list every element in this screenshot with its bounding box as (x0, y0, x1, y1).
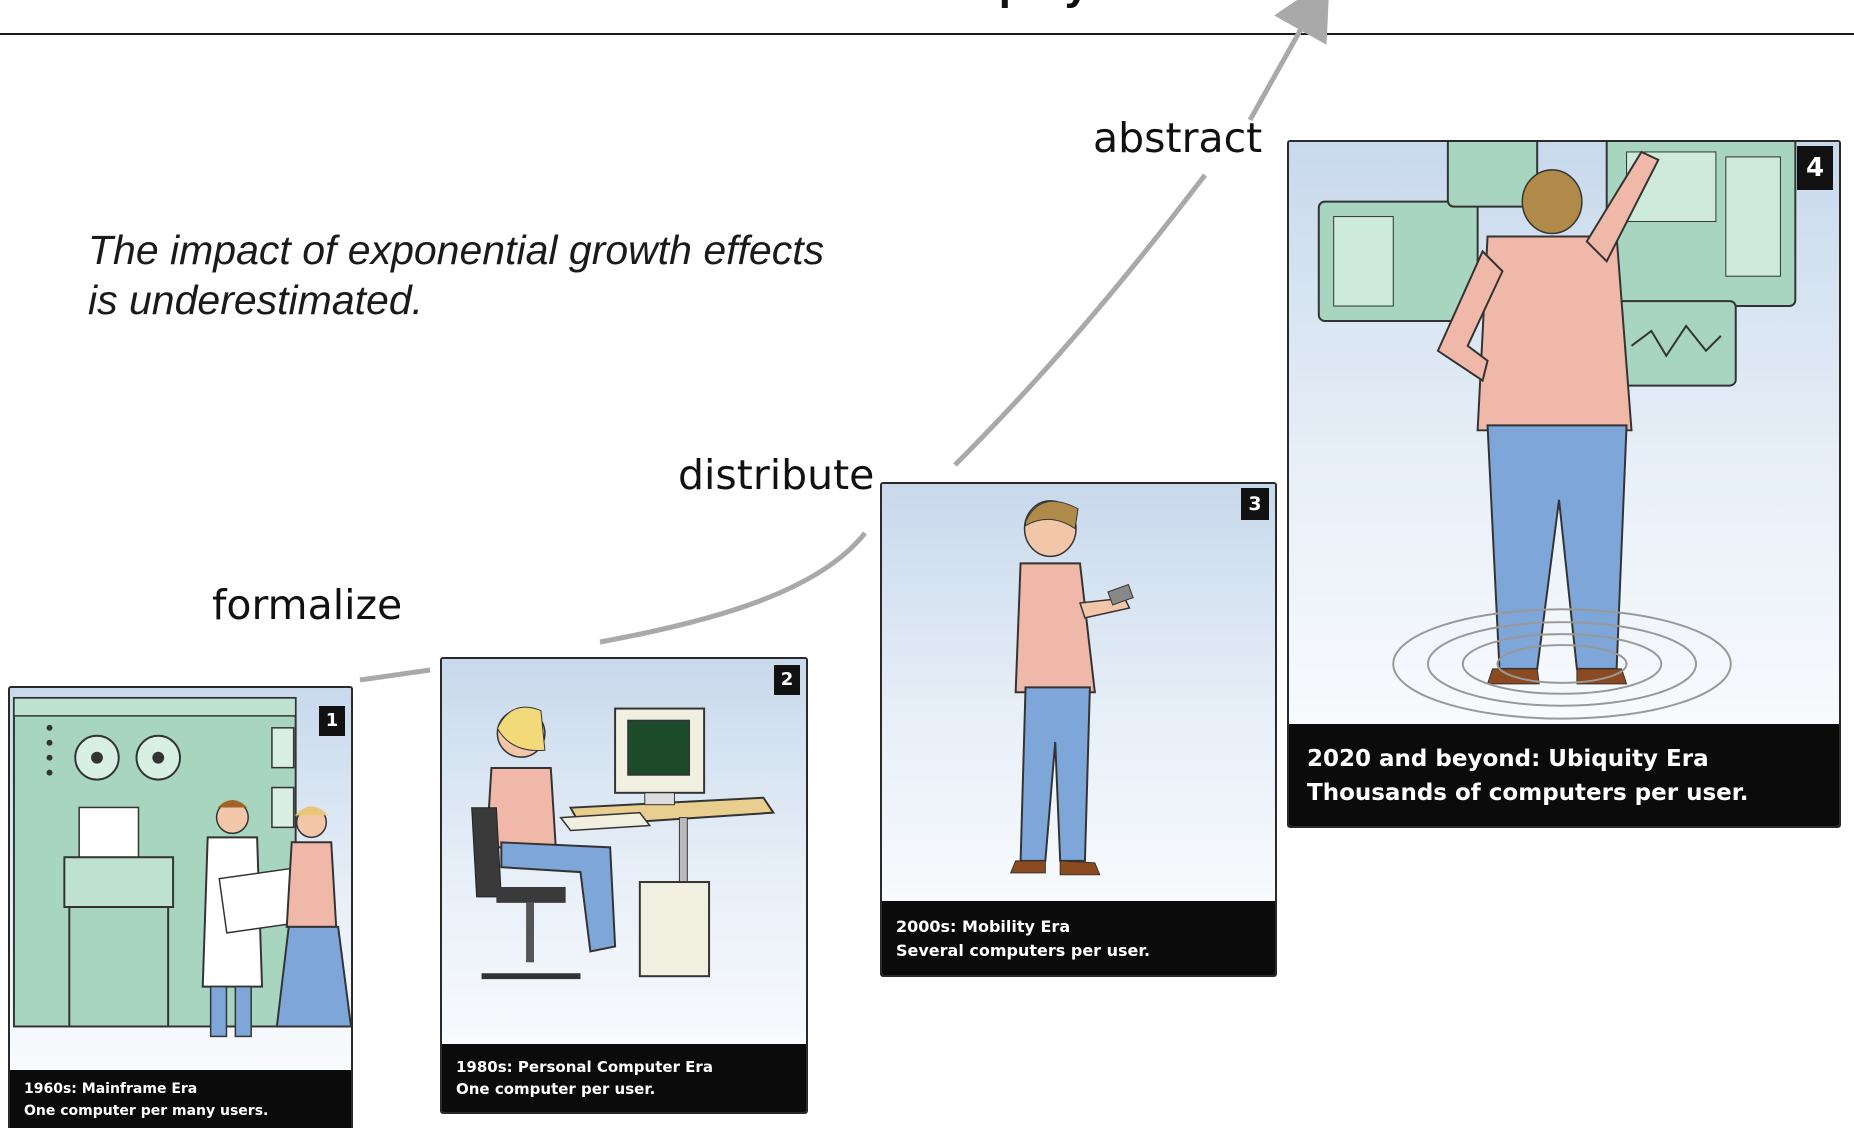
card-number-badge: 2 (774, 665, 800, 695)
caption-line-1: 1960s: Mainframe Era (24, 1081, 198, 1097)
caption-line-2: Thousands of computers per user. (1307, 780, 1749, 806)
card-number-badge: 1 (319, 706, 345, 736)
curve-segment-4 (1247, 0, 1330, 122)
caption-line-1: 2020 and beyond: Ubiquity Era (1307, 746, 1709, 772)
curve-segment-3 (953, 173, 1207, 467)
quote-line-2: is underestimated. (88, 277, 424, 323)
era-card-personal-computer: 2 1980s: Personal Computer Era One compu… (440, 657, 808, 1114)
personal-computer-illustration (442, 659, 806, 1112)
quote-line-1: The impact of exponential growth effects (88, 227, 825, 273)
card-number-badge: 3 (1241, 488, 1269, 520)
era-card-mobility: 3 2000s: Mobility Era Several computers … (880, 482, 1277, 977)
caption-line-1: 1980s: Personal Computer Era (456, 1058, 713, 1076)
curve-segment-2 (599, 531, 867, 645)
mainframe-illustration (10, 688, 351, 1128)
caption-line-2: One computer per many users. (24, 1103, 269, 1119)
card-caption: 2020 and beyond: Ubiquity Era Thousands … (1289, 724, 1839, 826)
era-card-mainframe: 1 1960s: Mainframe Era One computer per … (8, 686, 353, 1128)
era-card-ubiquity: 4 2020 and beyond: Ubiquity Era Thousand… (1287, 140, 1841, 828)
caption-line-1: 2000s: Mobility Era (896, 917, 1071, 936)
caption-line-2: One computer per user. (456, 1080, 656, 1098)
page-title-fragment: …quity (940, 0, 1089, 10)
stage-label-formalize: formalize (212, 581, 403, 629)
mobility-illustration (882, 484, 1275, 975)
card-number-badge: 4 (1797, 146, 1833, 190)
card-caption: 2000s: Mobility Era Several computers pe… (882, 901, 1275, 975)
stage-label-distribute: distribute (678, 451, 875, 499)
card-caption: 1980s: Personal Computer Era One compute… (442, 1044, 806, 1112)
ubiquity-illustration (1289, 142, 1839, 826)
card-caption: 1960s: Mainframe Era One computer per ma… (10, 1070, 351, 1128)
header-rule (0, 33, 1854, 35)
caption-line-2: Several computers per user. (896, 941, 1151, 960)
quote-text: The impact of exponential growth effects… (88, 225, 824, 325)
stage-label-abstract: abstract (1093, 114, 1263, 162)
curve-segment-1 (359, 667, 431, 683)
